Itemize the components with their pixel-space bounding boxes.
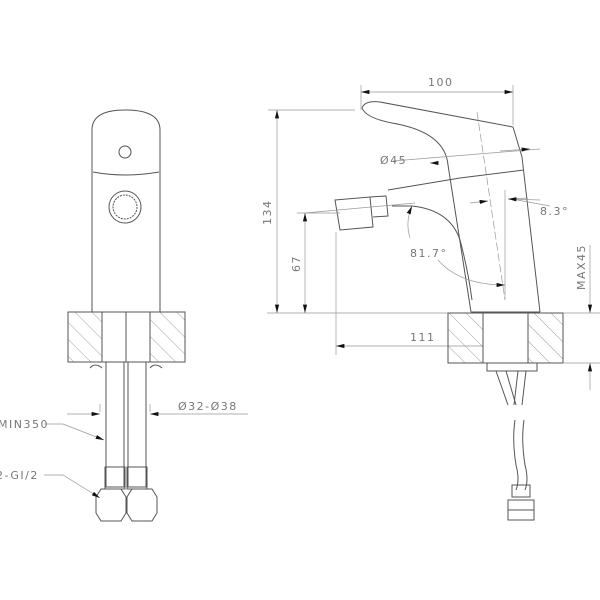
side-body — [447, 156, 541, 313]
hose-ferrule-side — [511, 484, 531, 498]
nut-side — [507, 499, 535, 521]
front-view: Ø32-Ø38 MIN350 2-GI/2 — [0, 109, 248, 522]
angle-arc — [406, 205, 413, 239]
angle-arc — [437, 259, 506, 288]
leader-line — [44, 423, 105, 441]
hole-diameter-label: Ø32-Ø38 — [178, 400, 238, 413]
pipe-length-label: MIN350 — [0, 418, 49, 431]
hose-left — [105, 361, 125, 488]
spray-head — [334, 195, 389, 231]
nut-right — [126, 488, 158, 522]
height-label: 134 — [261, 200, 274, 226]
leader-line — [44, 474, 101, 499]
reach-label: 111 — [410, 331, 436, 344]
spout-height-label: 67 — [290, 255, 303, 272]
dimension-arrow — [469, 199, 489, 205]
max-thickness-label: MAX45 — [575, 244, 588, 290]
cap-seam — [92, 171, 160, 176]
aerator-front — [108, 190, 142, 224]
counter-hole-side — [482, 312, 529, 364]
fixing-plate — [486, 362, 538, 372]
tilt-angle-label: 8.3° — [540, 205, 569, 218]
spout — [387, 169, 525, 301]
width-label: 100 — [428, 76, 454, 89]
spray-axis-line — [304, 202, 416, 214]
dimension-arrow — [499, 147, 531, 152]
dimension-arrow — [507, 197, 541, 202]
side-hoses — [495, 370, 527, 406]
spray-angle-label: 81.7° — [410, 247, 448, 260]
fixing-clips — [89, 364, 163, 369]
nut-left — [95, 488, 127, 522]
hose-ferrule-right — [126, 466, 148, 490]
flexible-hose — [513, 419, 528, 491]
lever — [361, 101, 523, 166]
front-body — [91, 109, 161, 312]
side-view: Ø45 8.3° 81.7° 100 134 67 111 MAX45 — [261, 76, 600, 521]
hose-right — [127, 361, 147, 488]
connection-label: 2-GI/2 — [0, 469, 39, 482]
hose-ferrule-left — [104, 466, 126, 490]
aerator-mesh — [112, 194, 138, 220]
aerator-diameter-label: Ø45 — [380, 154, 407, 167]
center-line — [476, 111, 506, 301]
lever-pin — [118, 145, 132, 159]
dimension-line — [392, 148, 541, 162]
